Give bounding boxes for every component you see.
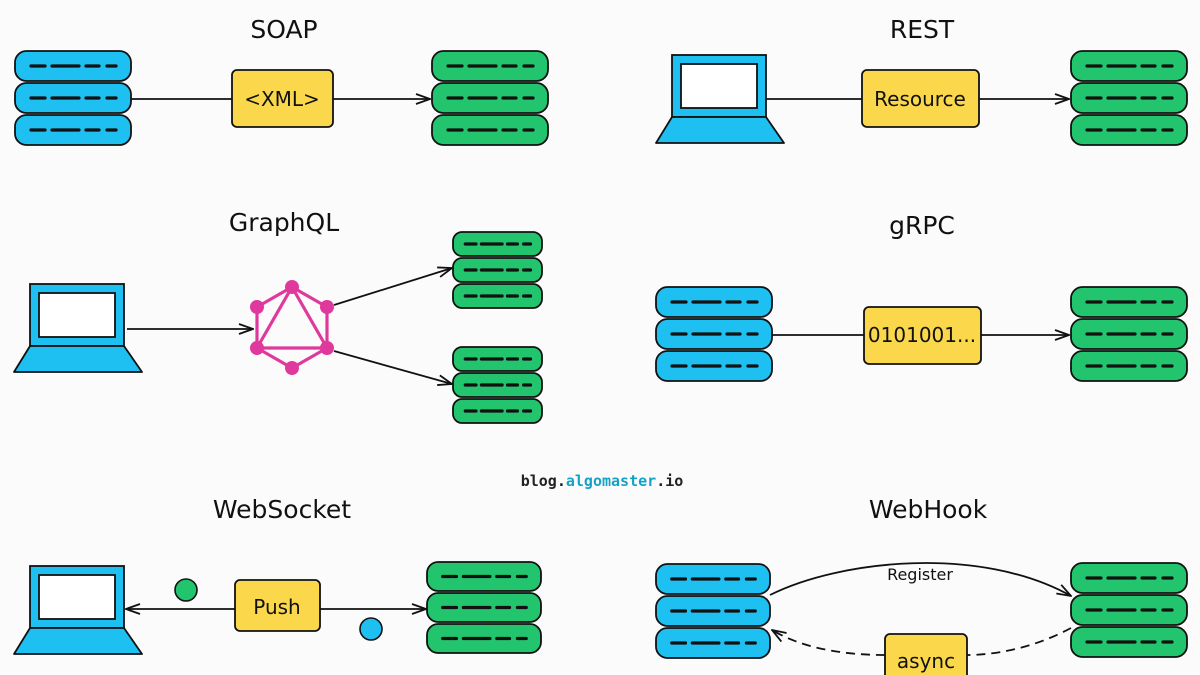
- server-unit: [1070, 82, 1188, 114]
- server-unit: [1070, 350, 1188, 382]
- rest-resource-label: Resource: [874, 87, 966, 111]
- graphql-title: GraphQL: [229, 208, 339, 237]
- server-unit: [452, 372, 543, 398]
- webhook-section: WebHook Register async: [655, 495, 1188, 675]
- server-unit: [655, 318, 773, 350]
- rest-section: REST Resource: [655, 15, 1188, 146]
- server-unit: [655, 350, 773, 382]
- webhook-async-label: async: [897, 649, 955, 673]
- webhook-register-arrow: [769, 562, 1071, 596]
- webhook-async-box: [884, 633, 968, 675]
- watermark-text: blog.algomaster.io: [521, 472, 684, 490]
- rest-title: REST: [890, 15, 955, 44]
- grpc-server-icon: [1070, 286, 1188, 382]
- server-unit: [452, 346, 543, 372]
- server-unit: [655, 627, 771, 659]
- grpc-client-server-icon: [655, 286, 773, 382]
- grpc-section: gRPC 0101001...: [655, 211, 1188, 382]
- server-unit: [426, 561, 542, 592]
- soap-client-server-icon: [14, 50, 132, 146]
- server-unit: [14, 82, 132, 114]
- watermark-part-io: .io: [656, 472, 683, 490]
- server-unit: [655, 595, 771, 627]
- server-unit: [1070, 50, 1188, 82]
- websocket-title: WebSocket: [213, 495, 351, 524]
- server-unit: [452, 257, 543, 283]
- watermark-part-algomaster: algomaster: [566, 472, 656, 490]
- server-unit: [1070, 286, 1188, 318]
- server-unit: [431, 114, 549, 146]
- soap-xml-label: <XML>: [244, 87, 320, 111]
- webhook-register-label: Register: [887, 565, 953, 584]
- server-unit: [452, 231, 543, 257]
- server-unit: [431, 82, 549, 114]
- websocket-push-label: Push: [253, 595, 300, 619]
- webhook-callback-dashed-arrow: [772, 630, 886, 656]
- server-unit: [14, 50, 132, 82]
- graphql-fanout-arrow-top: [333, 268, 452, 306]
- server-unit: [1070, 562, 1188, 594]
- graphql-client-laptop-icon: [13, 283, 143, 373]
- server-unit: [452, 398, 543, 424]
- rest-client-laptop-icon: [655, 54, 785, 144]
- soap-server-icon: [431, 50, 549, 146]
- rest-server-icon: [1070, 50, 1188, 146]
- webhook-title: WebHook: [869, 495, 988, 524]
- webhook-client-server-icon: [655, 563, 771, 659]
- soap-section: SOAP <XML>: [14, 15, 549, 146]
- server-unit: [431, 50, 549, 82]
- server-unit: [1070, 626, 1188, 658]
- websocket-green-message-dot: [174, 578, 198, 602]
- server-unit: [426, 623, 542, 654]
- watermark-part-blog: blog.: [521, 472, 566, 490]
- websocket-blue-message-dot: [359, 617, 383, 641]
- server-unit: [1070, 318, 1188, 350]
- server-unit: [655, 563, 771, 595]
- server-unit: [655, 286, 773, 318]
- grpc-binary-label: 0101001...: [868, 323, 976, 347]
- websocket-section: WebSocket Push: [13, 495, 542, 655]
- websocket-client-laptop-icon: [13, 565, 143, 655]
- server-unit: [1070, 114, 1188, 146]
- graphql-fanout-arrow-bottom: [333, 350, 452, 384]
- graphql-server-top-icon: [452, 231, 543, 309]
- graphql-server-bottom-icon: [452, 346, 543, 424]
- server-unit: [1070, 594, 1188, 626]
- server-unit: [452, 283, 543, 309]
- server-unit: [426, 592, 542, 623]
- webhook-server-icon: [1070, 562, 1188, 658]
- websocket-server-icon: [426, 561, 542, 654]
- server-unit: [14, 114, 132, 146]
- webhook-callback-dashed-line: [966, 627, 1072, 656]
- graphql-logo-icon: [250, 280, 334, 375]
- graphql-section: GraphQL: [13, 208, 543, 424]
- websocket-push-box: [234, 579, 321, 632]
- soap-title: SOAP: [250, 15, 317, 44]
- grpc-title: gRPC: [889, 211, 955, 240]
